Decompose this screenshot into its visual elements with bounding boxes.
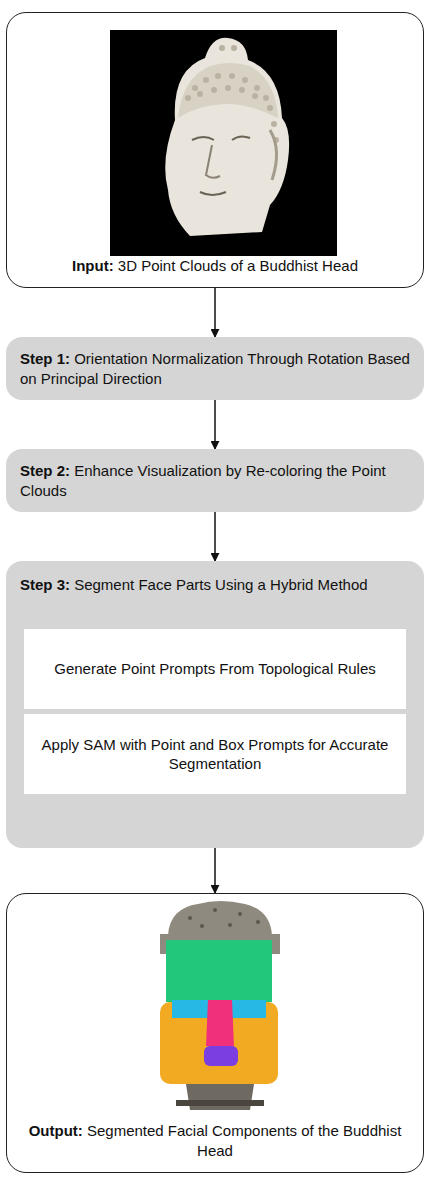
sub-step-box: Generate Point Prompts From Topological … [24, 629, 406, 709]
box-label: Step 1: Orientation Normalization Throug… [20, 349, 410, 388]
group-box: Step 3: Segment Face Parts Using a Hybri… [6, 561, 424, 848]
output-box: Output: Segmented Facial Components of t… [6, 893, 424, 1173]
segmented-head [160, 901, 280, 1110]
process-box: Step 2: Enhance Visualization by Re-colo… [6, 449, 424, 512]
flow-arrow [214, 512, 216, 561]
input-box: Input: 3D Point Clouds of a Buddhist Hea… [6, 12, 424, 288]
process-box: Step 1: Orientation Normalization Throug… [6, 337, 424, 400]
flow-arrow [214, 288, 216, 337]
box-label: Input: 3D Point Clouds of a Buddhist Hea… [72, 256, 358, 276]
box-label: Apply SAM with Point and Box Prompts for… [36, 735, 394, 774]
sub-step-box: Apply SAM with Point and Box Prompts for… [24, 714, 406, 794]
box-label: Step 2: Enhance Visualization by Re-colo… [20, 461, 410, 500]
box-label: Output: Segmented Facial Components of t… [21, 1121, 409, 1160]
flow-arrow [214, 848, 216, 893]
box-label: Generate Point Prompts From Topological … [54, 659, 376, 679]
flow-arrow [214, 400, 216, 449]
buddha-head-photo [110, 30, 337, 256]
box-label: Step 3: Segment Face Parts Using a Hybri… [20, 575, 410, 595]
